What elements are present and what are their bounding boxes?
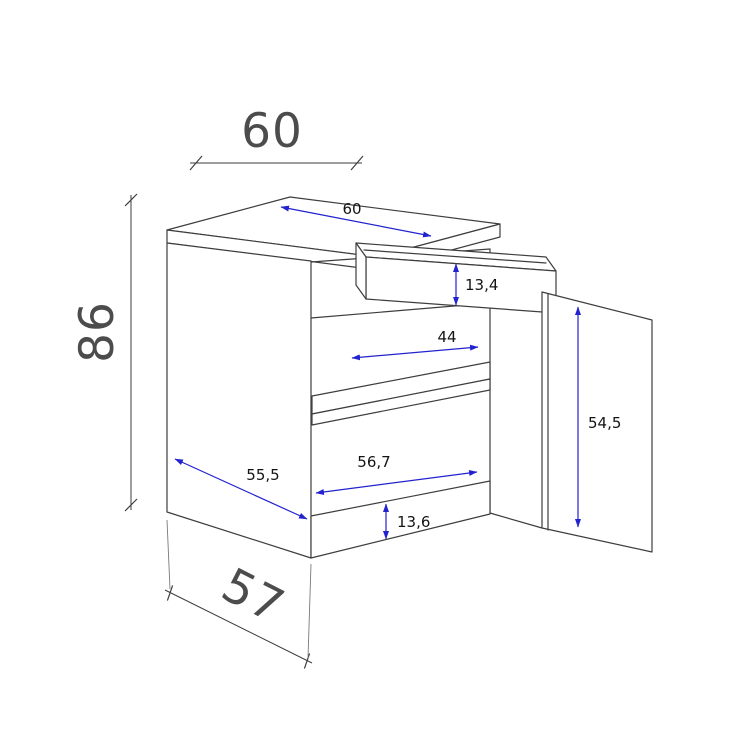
top-width-label: 60 bbox=[342, 200, 361, 218]
dim-bottom-depth: 55,5 bbox=[174, 458, 308, 520]
dim-top-width: 60 bbox=[280, 200, 432, 238]
overall-height-label: 86 bbox=[70, 301, 125, 363]
overall-width-ticks bbox=[189, 155, 364, 171]
bottom-depth-label: 55,5 bbox=[246, 466, 279, 484]
drawer-open bbox=[355, 242, 557, 314]
overall-depth-line bbox=[164, 589, 313, 664]
plinth-height-label: 13,6 bbox=[397, 513, 430, 531]
drawer-inner-rim-line bbox=[363, 249, 547, 264]
inner-width-arrow bbox=[315, 470, 478, 495]
door-height-label: 54,5 bbox=[588, 414, 621, 432]
drawer-left-side bbox=[355, 242, 367, 300]
shelf-width-arrow bbox=[351, 344, 479, 361]
dim-plinth-height: 13,6 bbox=[383, 503, 430, 540]
inner-width-label: 56,7 bbox=[357, 453, 390, 471]
dim-inner-width: 56,7 bbox=[315, 453, 478, 495]
door-open bbox=[541, 291, 653, 553]
shelf-width-label: 44 bbox=[437, 328, 456, 346]
overall-depth-ticks bbox=[166, 585, 311, 669]
dim-door-height: 54,5 bbox=[575, 306, 621, 528]
dim-drawer-height: 13,4 bbox=[453, 263, 498, 306]
bottom-depth-arrow bbox=[174, 458, 308, 520]
overall-width-label: 60 bbox=[241, 104, 303, 159]
overall-depth-extension-lines bbox=[166, 519, 312, 659]
drawer-height-label: 13,4 bbox=[465, 276, 498, 294]
door-panel bbox=[541, 291, 653, 553]
detail-dimensions: 60 13,4 44 54,5 55,5 56,7 13,6 bbox=[174, 200, 621, 540]
overall-width-dim: 60 bbox=[189, 104, 364, 171]
overall-height-dim: 86 bbox=[70, 193, 138, 512]
dim-shelf-width: 44 bbox=[351, 328, 479, 361]
shelf-front-edge bbox=[311, 378, 491, 426]
top-width-arrow bbox=[280, 205, 432, 238]
overall-height-ticks bbox=[124, 193, 138, 512]
